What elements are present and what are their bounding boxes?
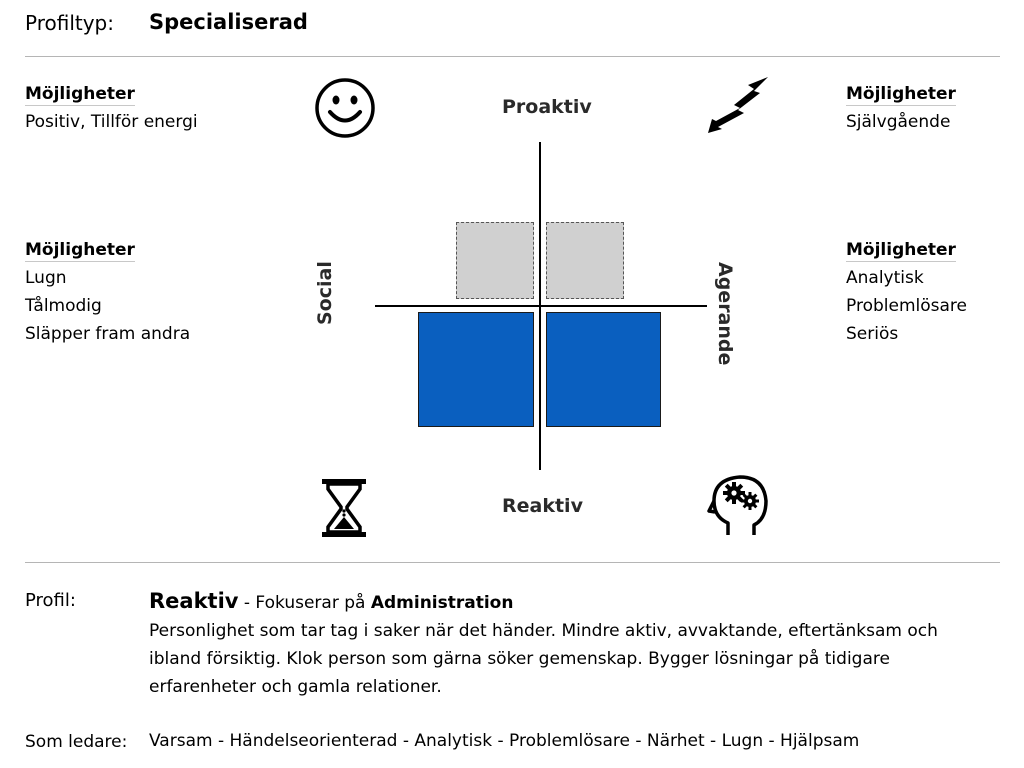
quadrant-item: Lugn	[25, 268, 67, 288]
quadrant-item: Självgående	[846, 112, 951, 132]
head-gears-icon	[707, 475, 768, 535]
profile-focus-prefix: - Fokuserar på	[238, 593, 371, 613]
profile-description: Personlighet som tar tag i saker när det…	[149, 617, 969, 701]
profile-label: Profil:	[25, 590, 76, 611]
profile-name: Reaktiv	[149, 589, 239, 613]
box-bottom-right	[546, 312, 661, 427]
description-line: ibland försiktig. Klok person som gärna …	[149, 649, 890, 669]
description-line: erfarenheter och gamla relationer.	[149, 677, 442, 697]
hourglass-icon	[322, 479, 366, 537]
leader-text: Varsam - Händelseorienterad - Analytisk …	[149, 731, 860, 751]
profile-type-label: Profiltyp:	[25, 11, 114, 35]
profile-focus: Administration	[370, 593, 514, 613]
bottom-divider	[25, 562, 1000, 563]
quadrant-item: Analytisk	[846, 268, 924, 288]
box-top-left	[456, 222, 534, 299]
axis-label-left: Social	[314, 261, 336, 325]
axis-label-top: Proaktiv	[502, 96, 592, 118]
quadrant-title: Möjligheter	[846, 84, 956, 106]
quadrant-top-left: Möjligheter Positiv, Tillför energi	[25, 80, 198, 136]
quadrant-mid-left: Möjligheter Lugn Tålmodig Släpper fram a…	[25, 236, 190, 348]
quadrant-title: Möjligheter	[25, 84, 135, 106]
axis-label-right: Agerande	[714, 262, 736, 366]
quadrant-item: Problemlösare	[846, 296, 967, 316]
vertical-axis	[539, 142, 541, 470]
quadrant-title: Möjligheter	[25, 240, 135, 262]
leader-label: Som ledare:	[25, 732, 128, 752]
box-bottom-left	[418, 312, 534, 427]
quadrant-item: Positiv, Tillför energi	[25, 112, 198, 132]
axis-label-bottom: Reaktiv	[502, 495, 583, 517]
horizontal-axis	[375, 305, 707, 307]
quadrant-item: Tålmodig	[25, 296, 102, 316]
quadrant-top-right: Möjligheter Självgående	[846, 80, 956, 136]
box-top-right	[546, 222, 624, 299]
lightning-icon	[708, 77, 768, 133]
smiley-icon	[315, 78, 375, 138]
quadrant-title: Möjligheter	[846, 240, 956, 262]
profile-summary: Reaktiv - Fokuserar på Administration	[149, 589, 513, 613]
quadrant-item: Släpper fram andra	[25, 324, 191, 344]
top-divider	[25, 56, 1000, 57]
profile-type-value: Specialiserad	[149, 10, 308, 34]
description-line: Personlighet som tar tag i saker när det…	[149, 621, 938, 641]
quadrant-mid-right: Möjligheter Analytisk Problemlösare Seri…	[846, 236, 967, 348]
quadrant-item: Seriös	[846, 324, 899, 344]
